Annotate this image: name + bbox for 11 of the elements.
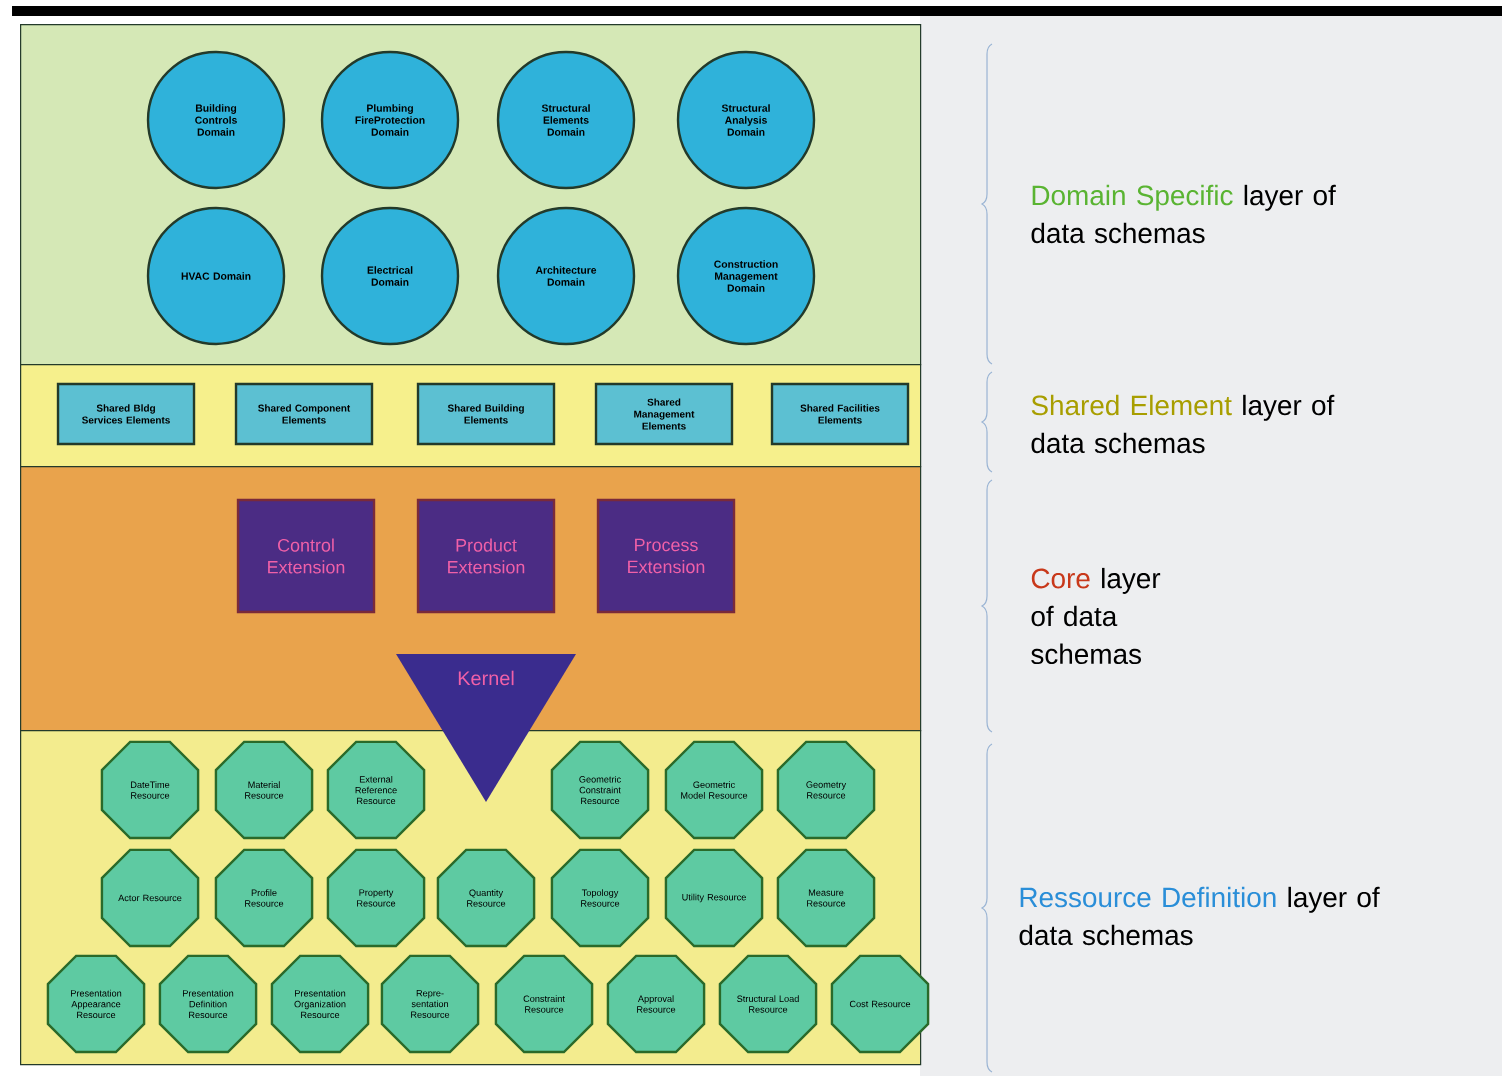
layer-caption: Domain Specific layer of data schemas [1031, 184, 1336, 244]
extension-box: Process Extension [596, 498, 736, 614]
node-label: data schemas [1019, 924, 1193, 946]
node-label: layer of [1288, 886, 1380, 913]
extension-box: Control Extension [236, 498, 376, 614]
kernel-triangle: Kernel [396, 654, 576, 802]
layer-caption: Shared Element layer of data schemas [1031, 394, 1335, 454]
layer-caption: Ressource Definition layer of data schemas [1019, 886, 1380, 946]
extension-box: Product Extension [416, 498, 556, 614]
node-label: Ressource Definition [1020, 886, 1276, 908]
layer-caption: Core layer of data schemas [1031, 567, 1161, 665]
